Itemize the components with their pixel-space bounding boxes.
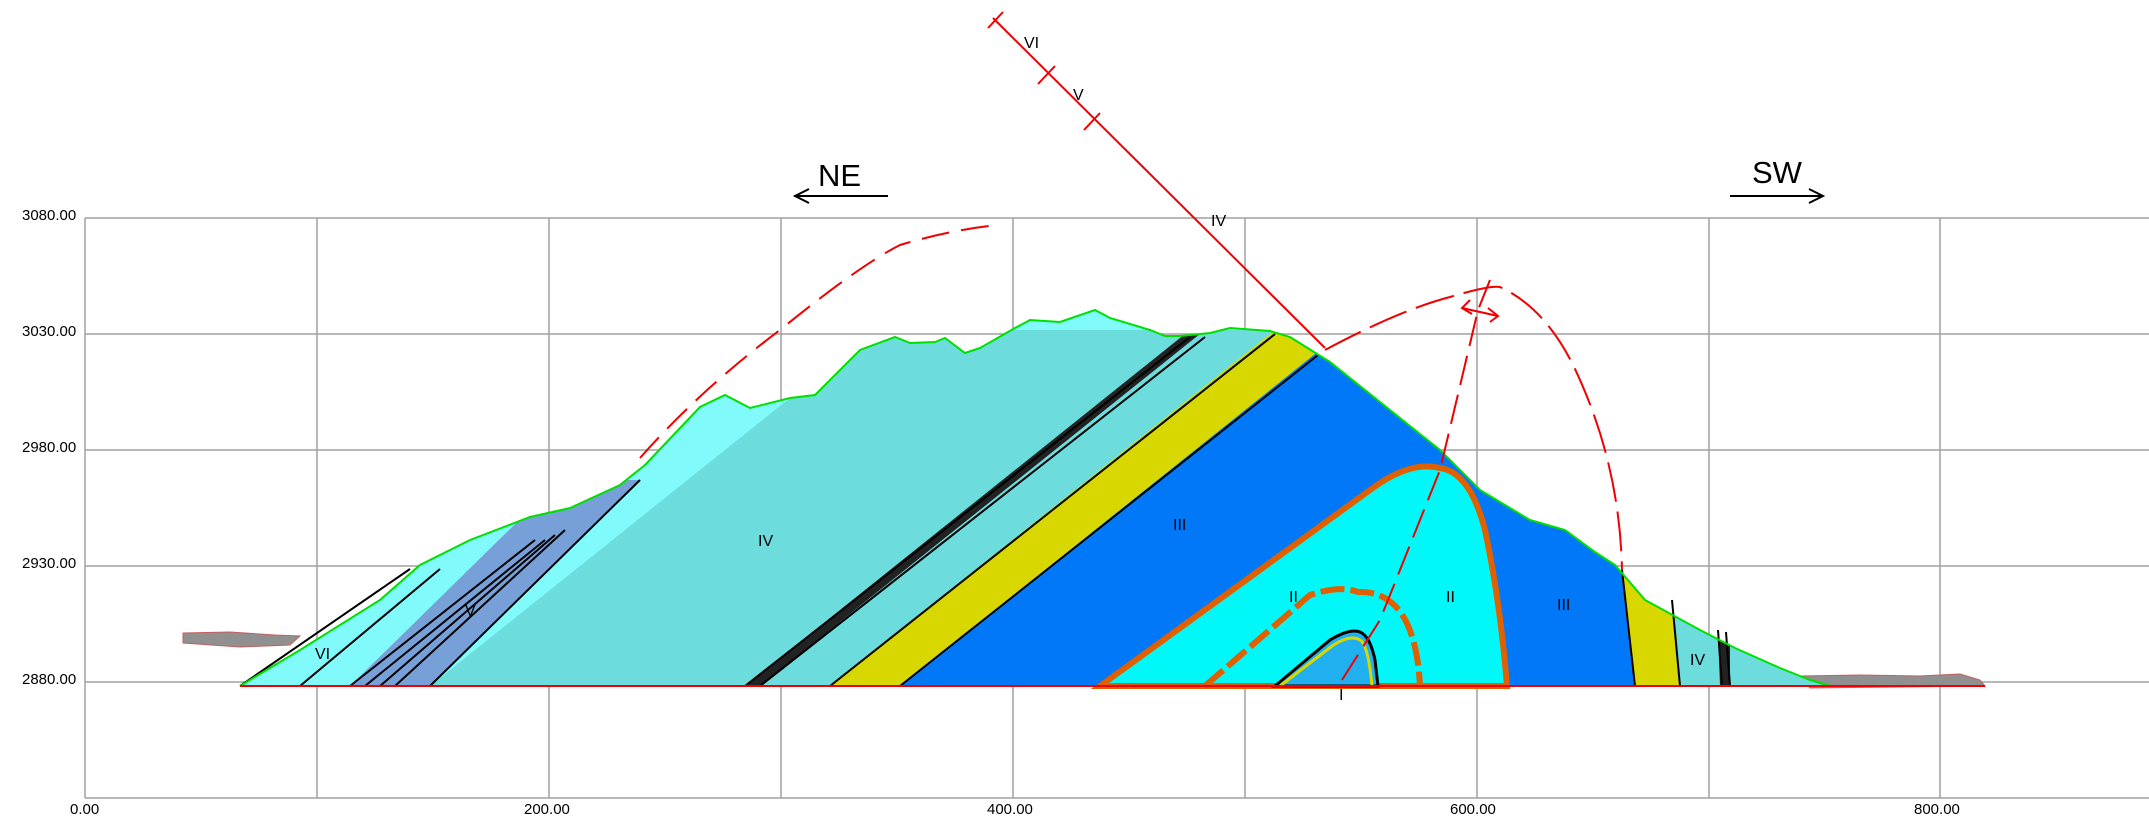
- x-label-400: 400.00: [987, 801, 1033, 818]
- unit-iv-mid: [760, 330, 1275, 686]
- eroded-fold-limb-right: [1324, 285, 1623, 571]
- unit-label-iv-right: IV: [1690, 652, 1705, 669]
- direction-ne: NE: [818, 158, 861, 193]
- unit-label-iii-main: III: [1173, 517, 1186, 534]
- axial-trace: [1341, 279, 1491, 681]
- unit-label-v-left: V: [465, 603, 476, 620]
- y-label-2980: 2980.00: [22, 439, 76, 456]
- unit-label-iv-main: IV: [758, 533, 773, 550]
- direction-sw: SW: [1752, 155, 1803, 190]
- topographic-surface: [239, 308, 1831, 687]
- anticline-core: [1090, 463, 1511, 689]
- unit-ii-fill: [1090, 463, 1511, 689]
- unit-label-ii-right: II: [1446, 589, 1455, 606]
- x-label-600: 600.00: [1450, 801, 1496, 818]
- y-label-2880: 2880.00: [22, 671, 76, 688]
- eroded-fold-limb-left: [639, 224, 998, 459]
- dip-tick-v1: [1037, 65, 1056, 85]
- unit-i-fill: [1270, 629, 1380, 688]
- y-label-3080: 3080.00: [22, 207, 76, 224]
- fold-traces: [639, 11, 1623, 681]
- unit-label-iii-right: III: [1557, 597, 1570, 614]
- bedding-contacts: [239, 333, 1731, 687]
- dip-tick-v2: [1083, 112, 1101, 131]
- unit-iv-left: [430, 330, 1190, 686]
- x-label-200: 200.00: [524, 801, 570, 818]
- fold-axis-arrow: [1461, 307, 1499, 317]
- surface-debris: [182, 631, 1987, 689]
- dip-line: [992, 17, 1326, 349]
- unit-label-i-core: I: [1339, 687, 1343, 704]
- scale-label-v: V: [1073, 87, 1084, 104]
- unit-i-yellow-rim: [1279, 636, 1374, 688]
- unit-label-vi-left: VI: [315, 646, 330, 663]
- x-label-0: 0.00: [70, 801, 99, 818]
- unit-label-ii-left: II: [1289, 589, 1298, 606]
- unit-v-band: [350, 480, 640, 686]
- y-label-2930: 2930.00: [22, 555, 76, 572]
- dip-tick-vi: [987, 11, 1004, 29]
- scale-label-vi: VI: [1024, 35, 1039, 52]
- marker-bed-yellow: [830, 330, 1345, 686]
- direction-arrows: [792, 188, 1826, 204]
- y-label-3030: 3030.00: [22, 323, 76, 340]
- fold-axis-arrowhead-right: [1487, 307, 1500, 323]
- unit-ii-inner-boundary: [1203, 586, 1423, 689]
- fold-axis-arrowhead-left: [1460, 299, 1473, 315]
- x-label-800: 800.00: [1914, 801, 1960, 818]
- scale-label-iv: IV: [1211, 213, 1226, 230]
